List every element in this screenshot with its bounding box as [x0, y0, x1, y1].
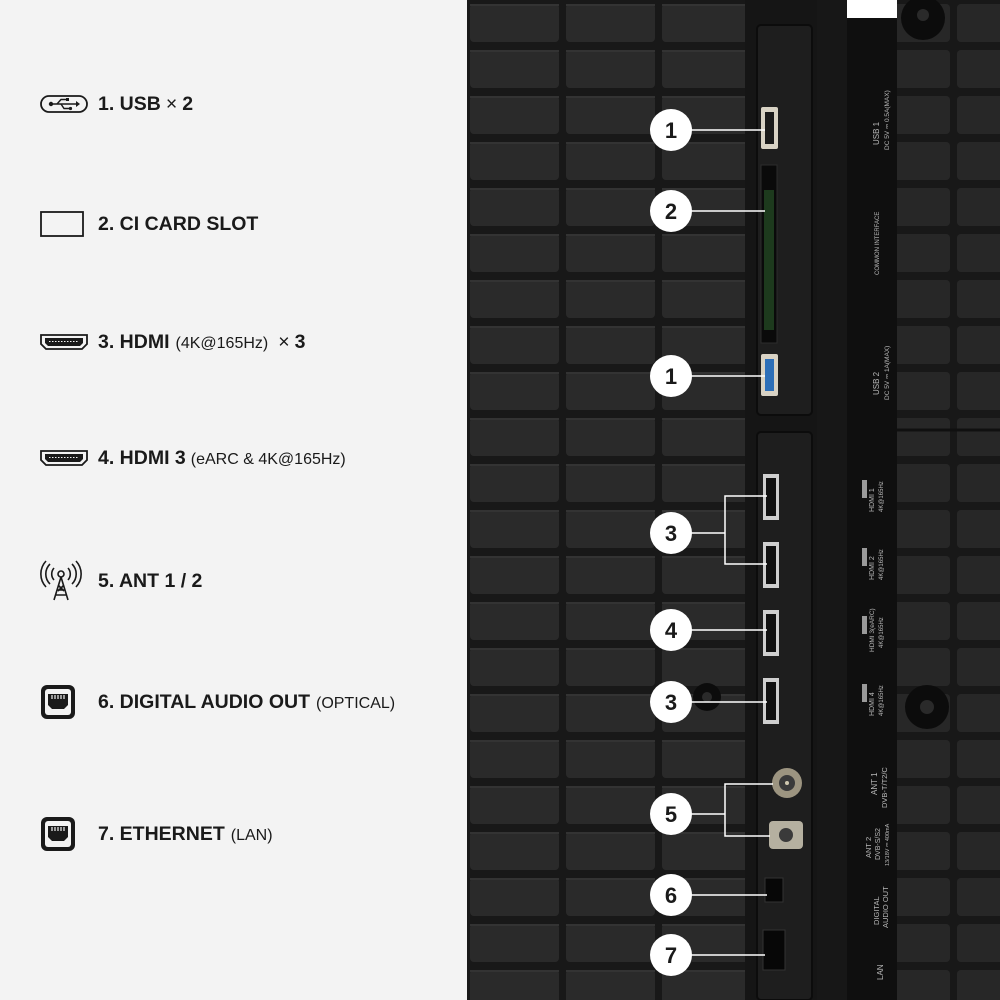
callout-2-ci: 2 — [650, 190, 692, 232]
antenna-port-2 — [769, 821, 803, 849]
hdmi-port-2 — [763, 542, 779, 588]
optical-port-icon — [40, 685, 88, 719]
legend-label-usb: 1. USB × 2 — [98, 93, 193, 116]
label-hdmi2: HDMI 2 — [869, 556, 876, 580]
hdmi-icon — [40, 443, 88, 473]
label-hdmi4: HDMI 4 — [869, 692, 876, 716]
callout-3-hdmi: 3 — [650, 512, 692, 554]
port-legend: 1. USB × 2 2. CI CARD SLOT 3. HDMI (4K@1… — [0, 0, 467, 1000]
svg-text:4: 4 — [665, 618, 678, 643]
antenna-icon — [40, 560, 88, 601]
svg-text:2: 2 — [665, 199, 677, 224]
legend-label-antenna: 5. ANT 1 / 2 — [98, 570, 202, 593]
label-ant1-std: DVB-T/T2/C — [880, 767, 889, 808]
callout-6-optical: 6 — [650, 874, 692, 916]
callout-5-antenna: 5 — [650, 793, 692, 835]
usb-label: 1. USB — [98, 92, 161, 115]
label-usb2: USB 2 — [872, 371, 881, 395]
label-hdmi3: HDMI 3(eARC) — [869, 608, 876, 652]
hdmi-count: 3 — [294, 330, 306, 353]
usb-icon — [40, 89, 88, 119]
legend-label-hdmi3: 4. HDMI 3 (eARC & 4K@165Hz) — [98, 447, 346, 470]
optical-label: 6. DIGITAL AUDIO OUT — [98, 690, 310, 713]
tv-rear-panel-photo: USB 1 DC 5V ⎓ 0.5A(MAX) COMMON INTERFACE… — [467, 0, 1000, 1000]
callout-1-usb-second: 1 — [650, 355, 692, 397]
chassis-right — [897, 0, 1000, 1000]
usb-multiply-sign: × — [165, 92, 178, 115]
label-ant2-std: DVB-S/S2 — [875, 828, 882, 860]
label-ant2-power: 13/18V ⎓ 400mA — [885, 823, 891, 866]
chassis-left — [467, 0, 747, 1000]
label-ci: COMMON INTERFACE — [875, 212, 881, 275]
label-ant2: ANT 2 — [864, 837, 873, 858]
hdmi3-spec: (eARC & 4K@165Hz) — [190, 450, 346, 468]
legend-item-ci-card-slot: 2. CI CARD SLOT — [40, 209, 258, 239]
label-audio-out: AUDIO OUT — [881, 886, 890, 928]
legend-item-hdmi3: 4. HDMI 3 (eARC & 4K@165Hz) — [40, 443, 346, 473]
label-hdmi4-hz: 4K@165Hz — [879, 685, 885, 716]
hdmi3-label: 4. HDMI 3 — [98, 446, 186, 469]
antenna-label: 5. ANT 1 / 2 — [98, 569, 203, 592]
legend-item-ethernet: 7. ETHERNET (LAN) — [40, 817, 273, 851]
callout-3-hdmi-second: 3 — [650, 681, 692, 723]
label-hdmi2-hz: 4K@165Hz — [879, 549, 885, 580]
legend-label-ethernet: 7. ETHERNET (LAN) — [98, 823, 273, 846]
legend-item-optical: 6. DIGITAL AUDIO OUT (OPTICAL) — [40, 685, 395, 719]
legend-item-usb: 1. USB × 2 — [40, 89, 193, 119]
svg-text:1: 1 — [665, 364, 677, 389]
ci-label: 2. CI CARD SLOT — [98, 212, 259, 235]
label-usb2-power: DC 5V ⎓ 1A(MAX) — [884, 346, 891, 400]
label-usb1-power: DC 5V ⎓ 0.5A(MAX) — [884, 90, 891, 150]
ethernet-port — [762, 929, 786, 971]
ethernet-label: 7. ETHERNET — [98, 822, 225, 845]
port-label-strip — [847, 18, 897, 1000]
hdmi-label: 3. HDMI — [98, 330, 170, 353]
label-hdmi1: HDMI 1 — [869, 488, 876, 512]
callout-4-hdmi3: 4 — [650, 609, 692, 651]
svg-text:7: 7 — [665, 943, 677, 968]
callout-7-ethernet: 7 — [650, 934, 692, 976]
ethernet-spec: (LAN) — [230, 826, 273, 844]
legend-label-hdmi: 3. HDMI (4K@165Hz) × 3 — [98, 331, 305, 354]
label-hdmi1-hz: 4K@165Hz — [879, 481, 885, 512]
label-usb1: USB 1 — [872, 121, 881, 145]
callout-lines — [689, 129, 773, 956]
hdmi-port-3 — [763, 610, 779, 656]
hdmi-port-1 — [763, 474, 779, 520]
hdmi-spec: (4K@165Hz) — [175, 334, 269, 352]
label-digital: DIGITAL — [872, 896, 881, 925]
legend-item-antenna: 5. ANT 1 / 2 — [40, 560, 202, 601]
legend-item-hdmi: 3. HDMI (4K@165Hz) × 3 — [40, 327, 305, 357]
optical-spec: (OPTICAL) — [315, 694, 396, 712]
label-hdmi3-hz: 4K@165Hz — [879, 617, 885, 648]
optical-port — [764, 877, 784, 903]
svg-text:1: 1 — [665, 118, 677, 143]
label-ant1: ANT 1 — [870, 772, 879, 795]
hdmi-port-4 — [763, 678, 779, 724]
svg-text:3: 3 — [665, 521, 677, 546]
usb-count: 2 — [182, 92, 194, 115]
antenna-port-1 — [772, 768, 802, 798]
ci-card-slot-icon — [40, 209, 88, 239]
legend-label-optical: 6. DIGITAL AUDIO OUT (OPTICAL) — [98, 691, 395, 714]
hdmi-icon — [40, 327, 88, 357]
callout-1-usb: 1 — [650, 109, 692, 151]
svg-text:3: 3 — [665, 690, 677, 715]
svg-text:6: 6 — [665, 883, 677, 908]
label-lan: LAN — [876, 964, 885, 980]
hdmi-multiply-sign: × — [278, 330, 290, 353]
ethernet-port-icon — [40, 817, 88, 851]
svg-text:5: 5 — [665, 802, 677, 827]
legend-label-ci: 2. CI CARD SLOT — [98, 213, 258, 236]
